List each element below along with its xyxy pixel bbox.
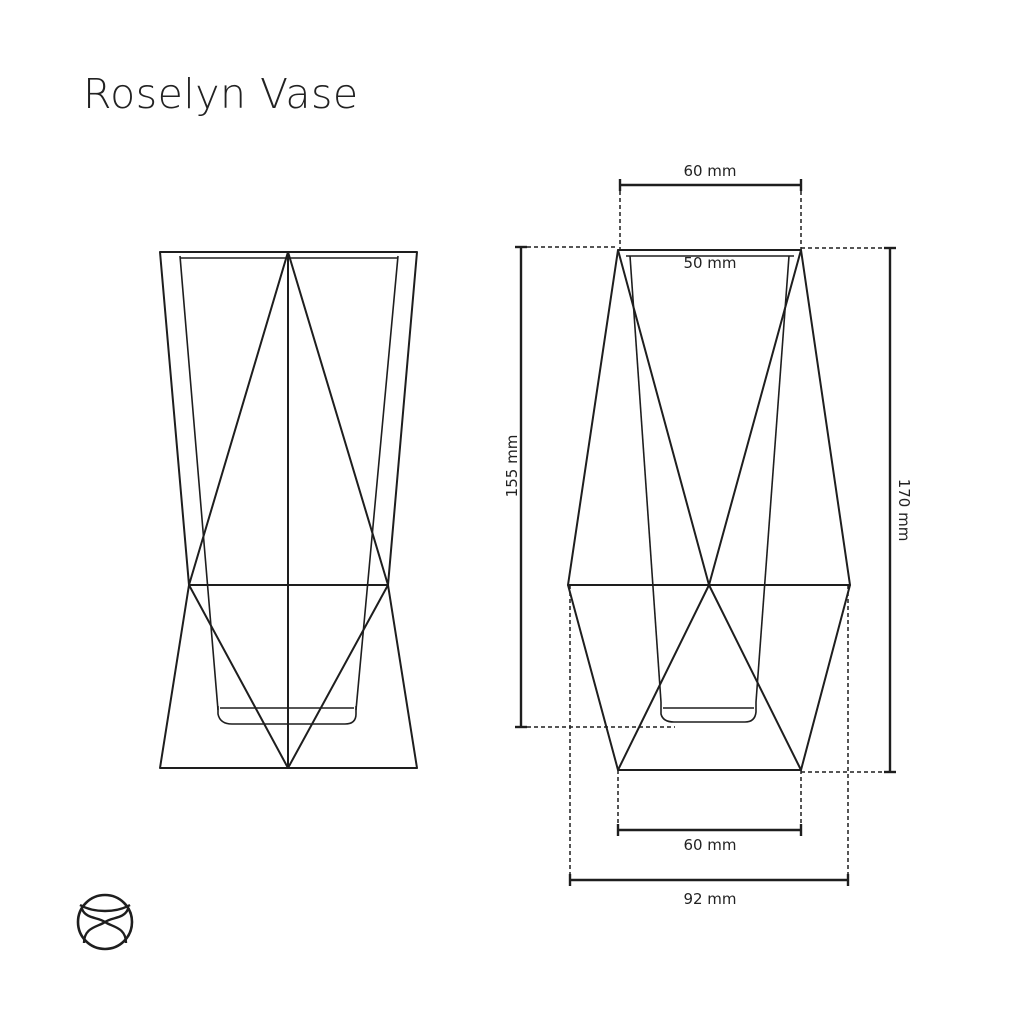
dim-label-max-width: 92 mm bbox=[683, 890, 736, 908]
dim-label-top-inner: 50 mm bbox=[683, 254, 736, 272]
vase-side-view bbox=[159, 251, 418, 769]
dim-label-total-height: 170 mm bbox=[895, 479, 913, 542]
dim-label-base-width: 60 mm bbox=[683, 836, 736, 854]
page-title: Roselyn Vase bbox=[83, 70, 359, 118]
dimension-lines bbox=[515, 179, 896, 886]
brand-logo-icon bbox=[76, 893, 134, 951]
vase-front-view bbox=[567, 249, 851, 771]
dim-label-top-outer: 60 mm bbox=[683, 162, 736, 180]
dim-label-inner-height: 155 mm bbox=[503, 435, 521, 498]
